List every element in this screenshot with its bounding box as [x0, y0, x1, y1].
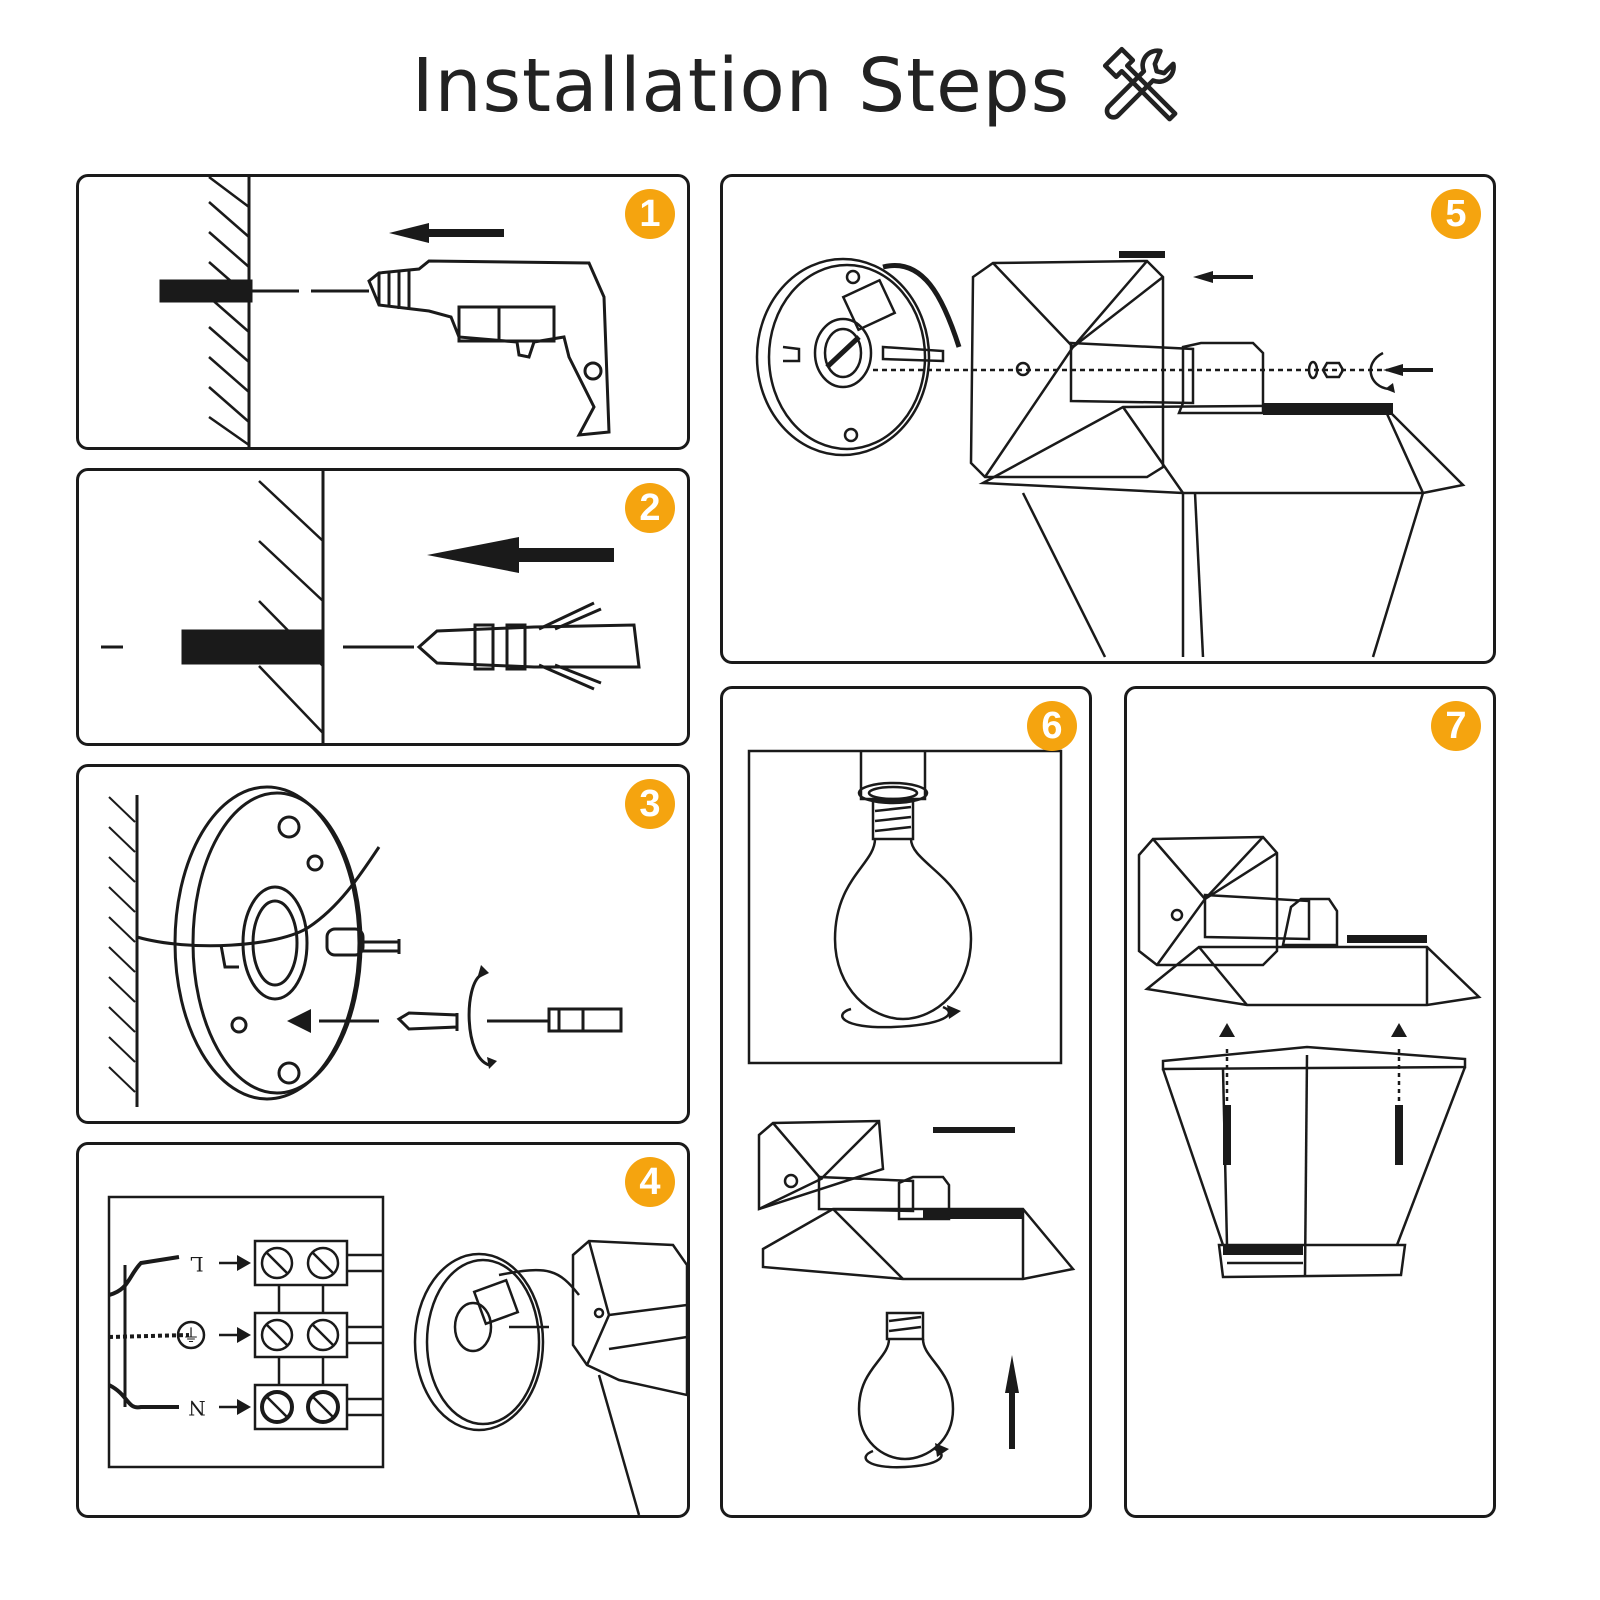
step-badge: 1 — [625, 189, 675, 239]
step-badge: 4 — [625, 1157, 675, 1207]
step-badge: 7 — [1431, 701, 1481, 751]
step-3-panel: 3 — [76, 764, 690, 1124]
page-title-row: Installation Steps — [0, 40, 1600, 132]
drill-into-wall-illustration — [159, 177, 611, 447]
step-6-panel: 6 — [720, 686, 1092, 1518]
step-2-panel: 2 — [76, 468, 690, 746]
step-7-panel: 7 — [1124, 686, 1496, 1518]
page-title: Installation Steps — [411, 43, 1071, 129]
connect-wiring-illustration: L ⏚ N — [107, 1195, 687, 1515]
wire-label-ground: ⏚ — [182, 1326, 200, 1347]
wire-label-live: L — [190, 1252, 203, 1276]
wire-label-neutral: N — [188, 1396, 206, 1420]
attach-lamp-to-plate-illustration — [755, 251, 1466, 658]
attach-lantern-body-illustration — [1137, 835, 1482, 1279]
step-badge: 5 — [1431, 189, 1481, 239]
step-1-panel: 1 — [76, 174, 690, 450]
install-bulb-illustration — [747, 749, 1076, 1469]
tools-icon — [1103, 46, 1178, 122]
screw-mounting-plate-illustration — [108, 785, 623, 1107]
insert-wall-anchor-illustration — [101, 471, 641, 743]
step-badge: 3 — [625, 779, 675, 829]
step-5-panel: 5 — [720, 174, 1496, 664]
step-4-panel: L ⏚ N 4 — [76, 1142, 690, 1518]
step-badge: 6 — [1027, 701, 1077, 751]
step-badge: 2 — [625, 483, 675, 533]
